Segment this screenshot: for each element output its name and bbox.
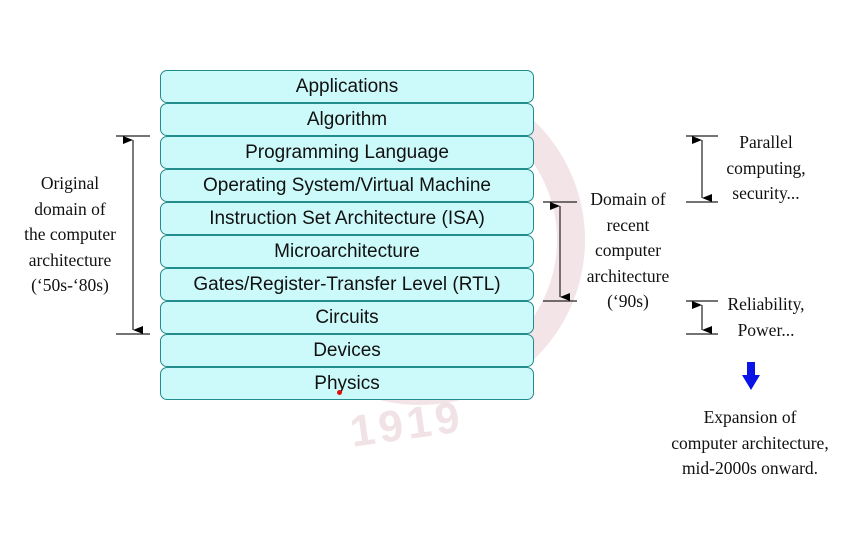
layer-operating-system: Operating System/Virtual Machine	[160, 169, 534, 202]
layer-rtl: Gates/Register-Transfer Level (RTL)	[160, 268, 534, 301]
text-line: (‘90s)	[607, 291, 649, 311]
text-line: Original	[40, 173, 100, 193]
upper-expansion-bracket	[686, 135, 718, 203]
pointer-dot	[337, 390, 342, 395]
text-line: computing,	[726, 157, 806, 178]
layer-physics: Physics	[160, 367, 534, 400]
expansion-label: Expansion of computer architecture, mid-…	[645, 405, 855, 482]
layer-applications: Applications	[160, 70, 534, 103]
recent-domain-label: Domain of recent computer architecture (…	[570, 187, 686, 315]
original-domain-bracket	[116, 135, 150, 335]
text-line: architecture	[586, 265, 670, 286]
text-line: Domain of	[590, 189, 666, 209]
text-line: (‘50s-‘80s)	[31, 275, 109, 295]
text-line: Reliability,	[727, 294, 805, 314]
expansion-arrow-icon	[742, 362, 760, 390]
text-line: security...	[732, 183, 800, 203]
lower-expansion-bracket	[686, 300, 718, 335]
layer-devices: Devices	[160, 334, 534, 367]
text-line: architecture	[28, 249, 112, 270]
layer-isa: Instruction Set Architecture (ISA)	[160, 202, 534, 235]
original-domain-label: Original domain of the computer architec…	[0, 171, 140, 299]
text-line: computer	[594, 240, 662, 260]
text-line: computer architecture,	[671, 432, 829, 453]
lower-expansion-label: Reliability, Power...	[710, 292, 822, 343]
layer-circuits: Circuits	[160, 301, 534, 334]
text-line: Expansion of	[703, 407, 797, 427]
text-line: Parallel	[739, 132, 793, 152]
text-line: mid-2000s onward.	[681, 458, 819, 478]
text-line: the computer	[24, 224, 116, 244]
text-line: domain of	[34, 198, 106, 219]
layer-programming-language: Programming Language	[160, 136, 534, 169]
recent-domain-bracket	[543, 201, 577, 302]
text-line: recent	[606, 214, 650, 235]
text-line: Power...	[737, 319, 795, 340]
layer-microarchitecture: Microarchitecture	[160, 235, 534, 268]
layer-algorithm: Algorithm	[160, 103, 534, 136]
upper-expansion-label: Parallel computing, security...	[710, 130, 822, 207]
